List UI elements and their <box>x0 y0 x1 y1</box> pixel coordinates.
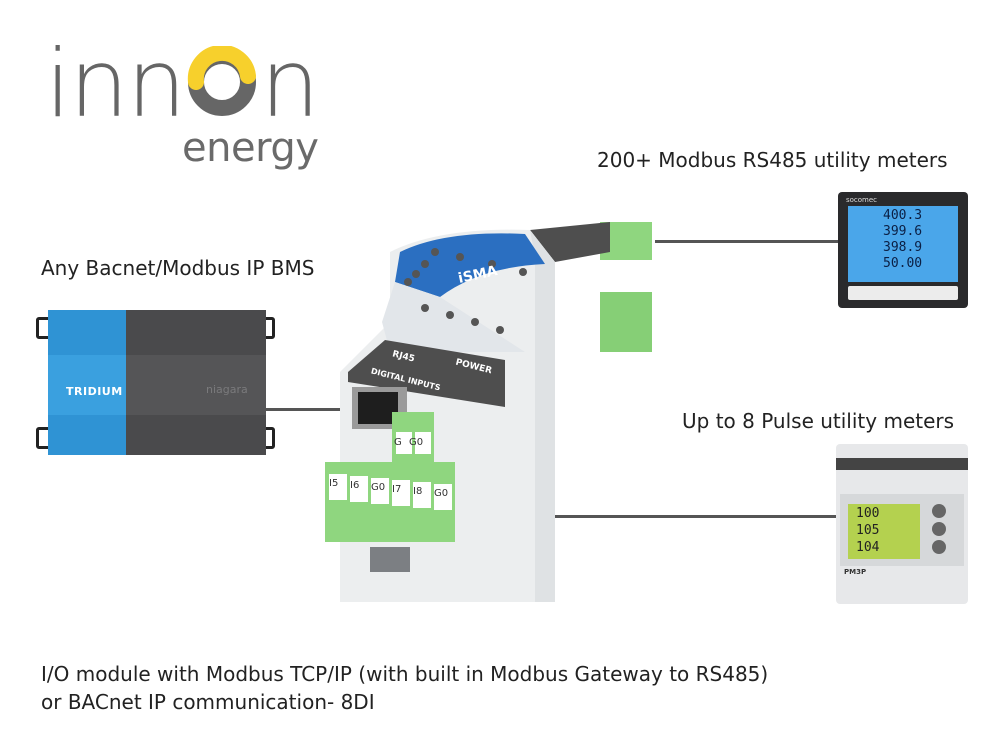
logo-text-prefix: inn <box>45 30 186 139</box>
meter-lcd: 100 105 104 <box>848 504 920 559</box>
led-i8 <box>496 326 504 334</box>
top-terminal-label-strip <box>530 222 610 262</box>
led-i1 <box>431 248 439 256</box>
led-i4 <box>519 268 527 276</box>
terminal-g0: G0 <box>371 482 386 493</box>
up-button <box>932 504 946 518</box>
rj45-port <box>358 392 398 424</box>
reading-3: 398.9 <box>883 240 923 255</box>
logo-tagline: energy <box>182 125 319 171</box>
schneider-pulse-meter: 100 105 104 PM3P <box>836 444 968 604</box>
led-i7 <box>471 318 479 326</box>
bms-label: Any Bacnet/Modbus IP BMS <box>41 256 315 280</box>
rs485-connection-line <box>655 240 840 243</box>
ethernet-connection-line <box>266 408 366 411</box>
niagara-brand: niagara <box>206 383 248 396</box>
product-description: I/O module with Modbus TCP/IP (with buil… <box>41 660 768 716</box>
pulse-meters-label: Up to 8 Pulse utility meters <box>682 409 955 433</box>
reading-2: 105 <box>856 523 880 538</box>
terminal-i7: I7 <box>392 484 402 495</box>
ok-button <box>932 540 946 554</box>
terminal-i5: I5 <box>329 478 339 489</box>
led-i5 <box>421 304 429 312</box>
reading-4: 50.00 <box>883 256 923 271</box>
tridium-bms-controller: TRIDIUM niagara <box>36 305 276 460</box>
reading-1: 100 <box>856 506 880 521</box>
terminal-i6: I6 <box>350 480 360 491</box>
front-panel: 100 105 104 <box>840 494 964 566</box>
socomec-brand: socomec <box>846 196 878 204</box>
led-on <box>412 270 420 278</box>
description-line-2: or BACnet IP communication- 8DI <box>41 690 375 714</box>
logo-ring-icon <box>188 46 257 116</box>
din-clip <box>370 547 410 572</box>
tridium-dark-panel <box>126 310 266 455</box>
reading-3: 104 <box>856 540 880 555</box>
terminal-strip <box>836 458 968 470</box>
led-status <box>404 278 412 286</box>
tridium-blue-panel: TRIDIUM <box>48 310 126 455</box>
front-label-panel <box>348 340 505 407</box>
description-line-1: I/O module with Modbus TCP/IP (with buil… <box>41 662 769 686</box>
reading-2: 399.6 <box>883 224 923 239</box>
meter-button-bar <box>848 286 958 300</box>
pm3p-model: PM3P <box>844 568 867 576</box>
modbus-meters-label: 200+ Modbus RS485 utility meters <box>597 148 948 172</box>
meter-lcd: 400.3 399.6 398.9 50.00 <box>848 206 958 282</box>
led-comm <box>421 260 429 268</box>
innon-logo: inn n <box>45 38 320 132</box>
led-i3 <box>488 260 496 268</box>
down-button <box>932 522 946 536</box>
led-i6 <box>446 311 454 319</box>
socomec-modbus-meter: socomec 400.3 399.6 398.9 50.00 <box>838 192 968 308</box>
isma-io-module <box>325 222 652 602</box>
pulse-connection-line <box>455 515 840 518</box>
reading-1: 400.3 <box>883 208 923 223</box>
tridium-brand: TRIDIUM <box>66 385 123 398</box>
power-terminal-g0: G0 <box>409 437 424 448</box>
top-terminal-block-lower <box>600 292 652 352</box>
logo-text-suffix: n <box>260 30 320 139</box>
terminal-g0-2: G0 <box>434 488 449 499</box>
led-i2 <box>456 253 464 261</box>
terminal-i8: I8 <box>413 486 423 497</box>
power-terminal-g: G <box>394 437 402 448</box>
